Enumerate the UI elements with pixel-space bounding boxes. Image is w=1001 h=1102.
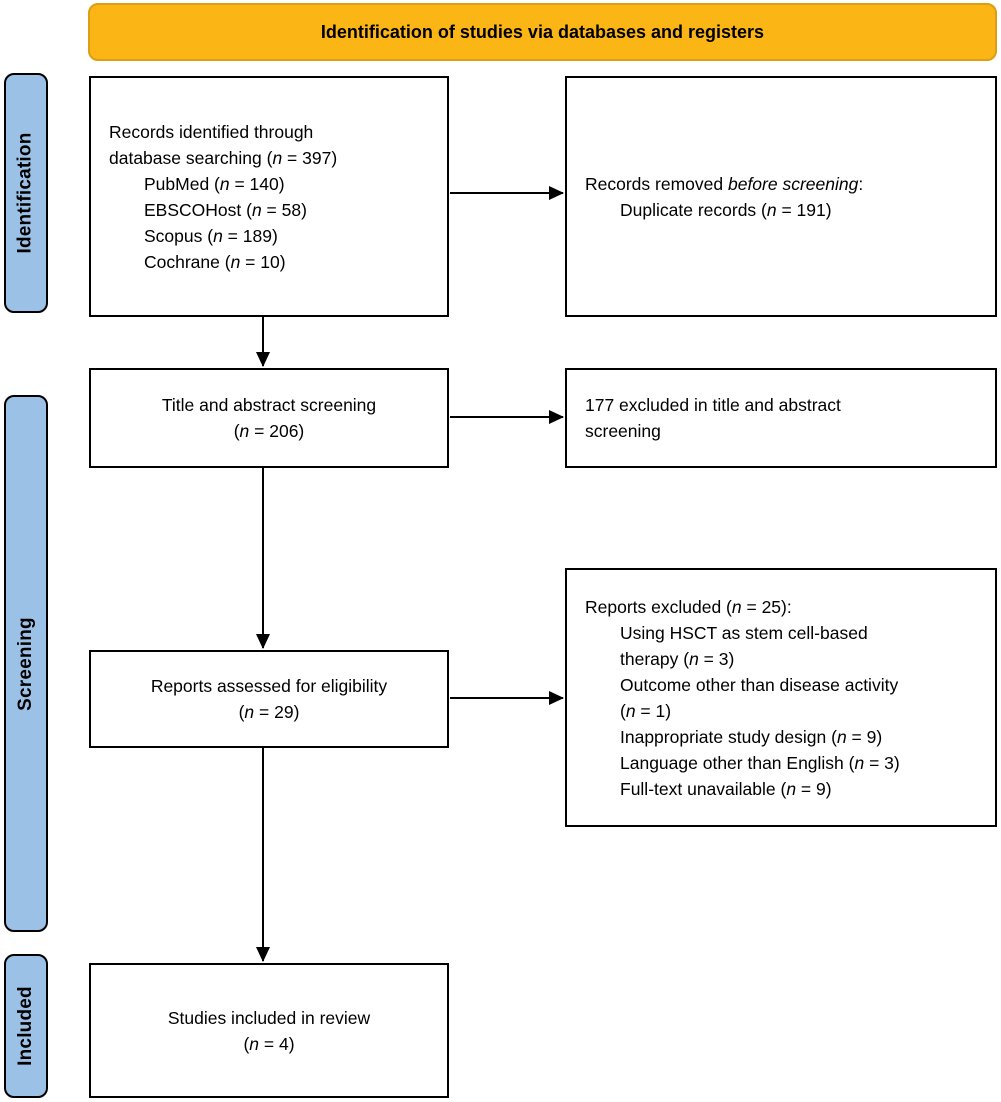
box-line: Studies included in review: [167, 1007, 371, 1028]
box-line: screening: [585, 421, 661, 441]
banner: Identification of studies via databases …: [88, 3, 997, 61]
box-line: (n = 206): [233, 421, 305, 441]
box-line: Reports excluded (n = 25):: [585, 596, 792, 617]
box-line: (n = 1): [620, 700, 672, 721]
box-line: Language other than English (n = 3): [620, 752, 900, 773]
box-line: (n = 29): [238, 702, 300, 722]
stage-included: Included: [4, 954, 48, 1098]
box-line: Records identified through: [109, 121, 314, 142]
stage-screening-label: Screening: [15, 616, 37, 711]
box-line: 177 excluded in title and abstract: [585, 395, 841, 415]
banner-title: Identification of studies via databases …: [320, 21, 765, 42]
box-line: Title and abstract screening: [161, 395, 377, 415]
box-line: Using HSCT as stem cell-based: [620, 622, 868, 643]
box-records-identified: Records identified through database searc…: [89, 76, 449, 317]
stage-identification: Identification: [4, 73, 48, 313]
stage-screening: Screening: [4, 395, 48, 932]
box-line: Full-text unavailable (n = 9): [620, 778, 832, 799]
box-reports-assessed: Reports assessed for eligibility (n = 29): [89, 650, 449, 748]
box-line: Scopus (n = 189): [144, 225, 278, 246]
box-studies-included: Studies included in review (n = 4): [89, 963, 449, 1098]
box-line: Outcome other than disease activity: [620, 674, 899, 695]
box-line: Reports assessed for eligibility: [150, 676, 388, 696]
box-line: PubMed (n = 140): [144, 173, 285, 194]
box-line: (n = 4): [243, 1033, 295, 1054]
box-line: Duplicate records (n = 191): [620, 199, 832, 220]
box-records-removed: Records removed before screening: Duplica…: [565, 76, 997, 317]
stage-identification-label: Identification: [15, 132, 36, 254]
box-line: Records removed before screening:: [585, 173, 864, 194]
box-line: therapy (n = 3): [620, 648, 735, 669]
box-reports-excluded: Reports excluded (n = 25): Using HSCT as …: [565, 568, 997, 827]
box-title-abstract-screening: Title and abstract screening (n = 206): [89, 368, 449, 468]
box-excluded-title-abstract: 177 excluded in title and abstract screen…: [565, 368, 997, 468]
box-line: Cochrane (n = 10): [144, 251, 286, 272]
stage-included-label: Included: [15, 986, 36, 1066]
box-line: EBSCOHost (n = 58): [144, 199, 307, 220]
box-line: database searching (n = 397): [109, 147, 338, 168]
box-line: Inappropriate study design (n = 9): [620, 726, 883, 747]
